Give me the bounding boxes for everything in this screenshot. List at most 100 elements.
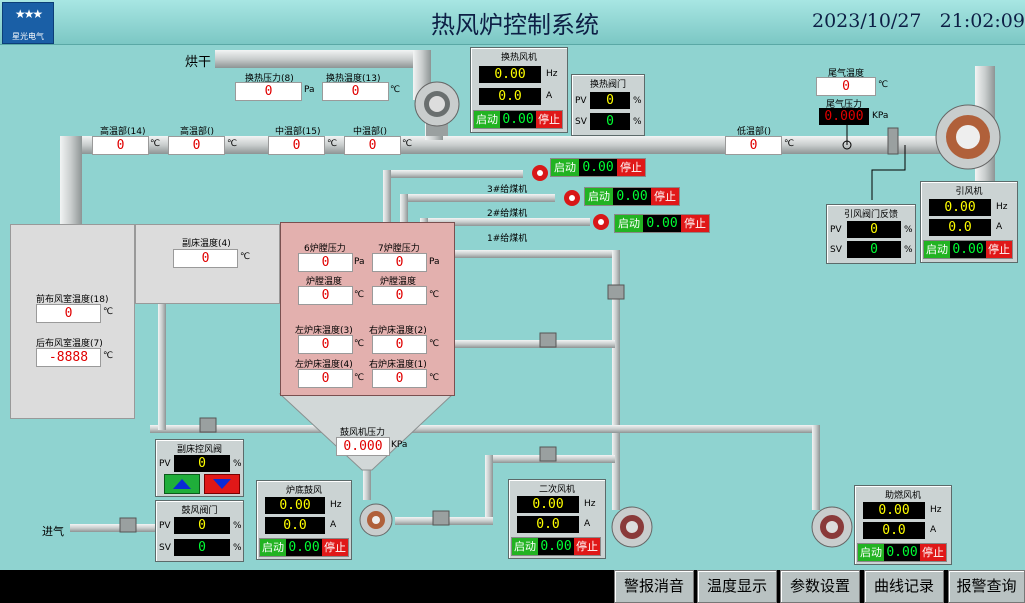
furnace-p7-label: 7炉膛压力 — [378, 244, 420, 254]
alarm-query-button[interactable]: 报警查询 — [948, 570, 1025, 603]
front-duct-temp-label: 前布风室温度(18) — [36, 295, 109, 305]
id-fan-stop-button[interactable]: 停止 — [986, 241, 1012, 258]
sub-valve-down-button[interactable] — [204, 474, 240, 494]
furnace-r2-value: 0 — [372, 335, 427, 354]
furnace-r1-label: 右炉床温度(1) — [369, 360, 427, 370]
low-label: 低温部() — [737, 127, 772, 137]
feeder2-stop-button[interactable]: 停止 — [651, 188, 679, 205]
hx-temp-label: 换热温度(13) — [326, 74, 381, 84]
tail-temp-label: 尾气温度 — [828, 69, 865, 79]
low-value: 0 — [725, 136, 782, 155]
feeder2-start-button[interactable]: 启动 — [585, 188, 613, 205]
hx-fan-icon — [414, 81, 460, 136]
id-fan-panel: 引风机 0.00 Hz 0.0 A 启动 0.00 停止 — [920, 181, 1018, 263]
front-duct-temp-value: 0 — [36, 304, 101, 323]
bottom-fan-hz-value: 0.00 — [265, 497, 325, 514]
arrow-up-icon — [173, 479, 191, 489]
id-fan-start-button[interactable]: 启动 — [924, 241, 950, 258]
feeder1-pipe — [420, 218, 590, 226]
sec-fan-run-value: 0.00 — [538, 538, 574, 555]
bottom-fan-stop-button[interactable]: 停止 — [322, 539, 348, 556]
furnace-body — [280, 222, 455, 396]
curve-record-button[interactable]: 曲线记录 — [864, 570, 944, 603]
furnace-l4-label: 左炉床温度(4) — [295, 360, 353, 370]
furnace-l4-value: 0 — [298, 369, 353, 388]
comb-fan-panel: 助燃风机 0.00 Hz 0.0 A 启动 0.00 停止 — [854, 485, 952, 565]
sec-fan-panel: 二次风机 0.00 Hz 0.0 A 启动 0.00 停止 — [508, 479, 606, 559]
sec-fan-start-button[interactable]: 启动 — [512, 538, 538, 555]
temp-display-button[interactable]: 温度显示 — [697, 570, 777, 603]
high2-label: 高温部() — [180, 127, 215, 137]
tail-pressure-label: 尾气压力 — [826, 100, 863, 110]
comb-fan-stop-button[interactable]: 停止 — [920, 544, 946, 561]
page-title: 热风炉控制系统 — [431, 11, 599, 39]
hx-pressure-label: 换热压力(8) — [245, 74, 294, 84]
intake-pipe — [70, 524, 160, 532]
datetime-display: 2023/10/27 21:02:09 — [812, 10, 1025, 32]
id-valve-sv-value[interactable]: 0 — [847, 241, 901, 258]
alarm-silence-button[interactable]: 警报消音 — [614, 570, 694, 603]
comb-fan-start-button[interactable]: 启动 — [858, 544, 884, 561]
feeder3-pipe — [383, 170, 523, 178]
hx-valve-pv-value: 0 — [590, 92, 630, 109]
furnace-t2-value: 0 — [372, 286, 427, 305]
bottom-fan-start-button[interactable]: 启动 — [260, 539, 286, 556]
dryer-label: 烘干 — [185, 55, 212, 70]
furnace-l3-value: 0 — [298, 335, 353, 354]
feeder3-stop-button[interactable]: 停止 — [617, 159, 645, 176]
date-text: 2023/10/27 — [812, 10, 922, 32]
comb-fan-title: 助燃风机 — [884, 491, 921, 501]
process-diagram — [60, 50, 1001, 548]
high1-value: 0 — [92, 136, 149, 155]
hx-fan-panel: 换热风机 0.00 Hz 0.0 A 启动 0.00 停止 — [470, 47, 568, 133]
sub-valve-panel: 副床控风阀 PV 0 % — [155, 439, 244, 497]
hx-fan-title: 换热风机 — [500, 53, 537, 63]
sec-fan-stop-button[interactable]: 停止 — [574, 538, 600, 555]
mid1-label: 中温部(15) — [275, 127, 321, 137]
id-fan-hz-value: 0.00 — [929, 199, 991, 216]
feeder1-icon — [593, 214, 609, 230]
hx-fan-stop-button[interactable]: 停止 — [536, 111, 562, 128]
bottom-fan-a-value: 0.0 — [265, 517, 325, 534]
mid2-value: 0 — [344, 136, 401, 155]
rear-duct-temp-value: -8888 — [36, 348, 101, 367]
blow-valve-title: 鼓风阀门 — [181, 506, 218, 516]
furnace-p6-value: 0 — [298, 253, 353, 272]
sub-valve-up-button[interactable] — [164, 474, 200, 494]
hx-fan-run-value: 0.00 — [500, 111, 536, 128]
feeder3-start-button[interactable]: 启动 — [551, 159, 579, 176]
tail-pressure-value: 0.000 — [819, 108, 869, 125]
mid2-label: 中温部() — [353, 127, 388, 137]
blow-valve-pv-value: 0 — [174, 517, 230, 534]
feeder3-label: 3#给煤机 — [487, 185, 528, 195]
hx-temp-value: 0 — [322, 82, 389, 101]
blow-valve-sv-value[interactable]: 0 — [174, 539, 230, 556]
sec-fan-title: 二次风机 — [538, 485, 575, 495]
id-fan-icon — [935, 104, 1001, 170]
sec-fan-hz-value: 0.00 — [517, 496, 579, 513]
air-pipe-2 — [440, 340, 615, 348]
arrow-down-icon — [213, 479, 231, 489]
high1-label: 高温部(14) — [100, 127, 146, 137]
feeder2-control: 启动 0.00 停止 — [584, 187, 680, 206]
logo-stars-icon: ★★★ — [14, 7, 43, 21]
hx-valve-sv-value[interactable]: 0 — [590, 113, 630, 130]
feeder1-control: 启动 0.00 停止 — [614, 214, 710, 233]
sub-valve-title: 副床控风阀 — [176, 445, 222, 455]
mid1-value: 0 — [268, 136, 325, 155]
dryer-pipe — [215, 50, 430, 68]
feeder1-start-button[interactable]: 启动 — [615, 215, 643, 232]
feeder1-label: 1#给煤机 — [487, 234, 528, 244]
sec-fan-a-value: 0.0 — [517, 516, 579, 533]
furnace-p7-value: 0 — [372, 253, 427, 272]
bottom-fan-title: 炉底鼓风 — [285, 486, 322, 496]
feeder1-stop-button[interactable]: 停止 — [681, 215, 709, 232]
sub-bed-temp-value: 0 — [173, 249, 238, 268]
hx-fan-start-button[interactable]: 启动 — [474, 111, 500, 128]
param-settings-button[interactable]: 参数设置 — [780, 570, 860, 603]
id-valve-panel: 引风阀门反馈 PV 0 % SV 0 % — [826, 204, 916, 264]
hx-pressure-value: 0 — [235, 82, 302, 101]
air-pipe-main — [150, 425, 820, 433]
hx-fan-hz-value: 0.00 — [479, 66, 541, 83]
sub-valve-pv-value: 0 — [174, 455, 230, 472]
